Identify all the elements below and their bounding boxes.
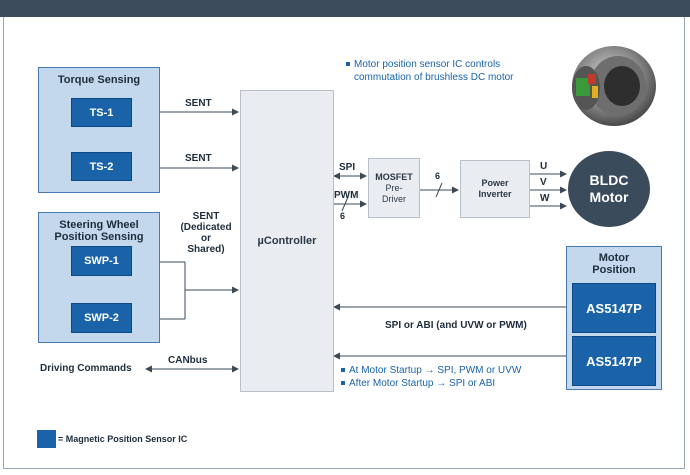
- motor-line1: BLDC: [589, 172, 629, 188]
- microcontroller-block: µController: [240, 90, 334, 392]
- label-phase-v: V: [540, 177, 547, 188]
- bldc-motor: BLDC Motor: [568, 151, 650, 227]
- sensor-as5147p-2: AS5147P: [572, 336, 656, 386]
- steering-title-line2: Position Sensing: [54, 231, 144, 243]
- label-sent-shared-line4: Shared): [187, 244, 225, 255]
- label-phase-u: U: [540, 161, 548, 172]
- label-phase-w: W: [540, 193, 550, 204]
- inverter-line2: Inverter: [478, 189, 512, 199]
- label-sent-1: SENT: [185, 98, 212, 109]
- label-canbus: CANbus: [168, 355, 208, 366]
- startup-note-1: At Motor Startup → SPI, PWM or UVW: [349, 365, 522, 376]
- steering-title-line1: Steering Wheel: [59, 219, 139, 231]
- sensor-swp2: SWP-2: [71, 303, 132, 333]
- bullet-icon: [346, 62, 350, 67]
- sensor-swp1: SWP-1: [71, 246, 132, 276]
- sensor-ts1: TS-1: [71, 98, 132, 127]
- power-inverter-block: Power Inverter: [460, 160, 530, 218]
- note-line1: Motor position sensor IC controls: [354, 59, 501, 70]
- motor-photo-illustration: [572, 46, 656, 126]
- bullet-icon: [341, 381, 345, 386]
- label-driving-commands: Driving Commands: [40, 363, 132, 374]
- label-sent-shared: SENT (Dedicated or Shared): [166, 211, 246, 255]
- label-driver-count: 6: [435, 171, 441, 181]
- diagram-frame: [3, 17, 685, 469]
- label-pwm: PWM: [334, 190, 359, 201]
- startup-notes: At Motor Startup → SPI, PWM or UVW After…: [341, 364, 521, 390]
- label-pwm-count: 6: [340, 211, 346, 221]
- mosfet-line2: Pre-: [385, 182, 403, 193]
- label-sent-shared-line2: (Dedicated: [180, 222, 232, 233]
- driver-bus-slash: [435, 182, 443, 198]
- mosfet-predriver-block: MOSFET Pre- Driver: [368, 158, 420, 218]
- startup-note-2: After Motor Startup → SPI or ABI: [349, 378, 496, 389]
- legend-text: = Magnetic Position Sensor IC: [58, 434, 188, 444]
- header-bar: [0, 0, 690, 17]
- label-spi-abi: SPI or ABI (and UVW or PWM): [385, 320, 527, 331]
- motor-line2: Motor: [589, 189, 629, 205]
- label-sent-shared-line1: SENT: [192, 211, 220, 222]
- note-commutation: Motor position sensor IC controls commut…: [346, 58, 514, 84]
- label-spi: SPI: [339, 162, 356, 173]
- sensor-ts2: TS-2: [71, 152, 132, 181]
- label-sent-2: SENT: [185, 153, 212, 164]
- sensor-as5147p-1: AS5147P: [572, 283, 656, 333]
- torque-sensing-title: Torque Sensing: [57, 74, 141, 86]
- pwm-bus-slash: [341, 196, 349, 212]
- mosfet-line1: MOSFET: [375, 171, 413, 182]
- note-line2: commutation of brushless DC motor: [354, 72, 514, 83]
- legend-swatch: [37, 430, 56, 448]
- motor-position-title-line1: Motor: [598, 252, 630, 264]
- mosfet-line3: Driver: [382, 193, 406, 204]
- motor-position-title-line2: Position: [592, 264, 636, 276]
- bullet-icon: [341, 368, 345, 373]
- label-sent-shared-line3: or: [201, 233, 211, 244]
- inverter-line1: Power: [481, 178, 509, 188]
- microcontroller-label: µController: [257, 234, 317, 247]
